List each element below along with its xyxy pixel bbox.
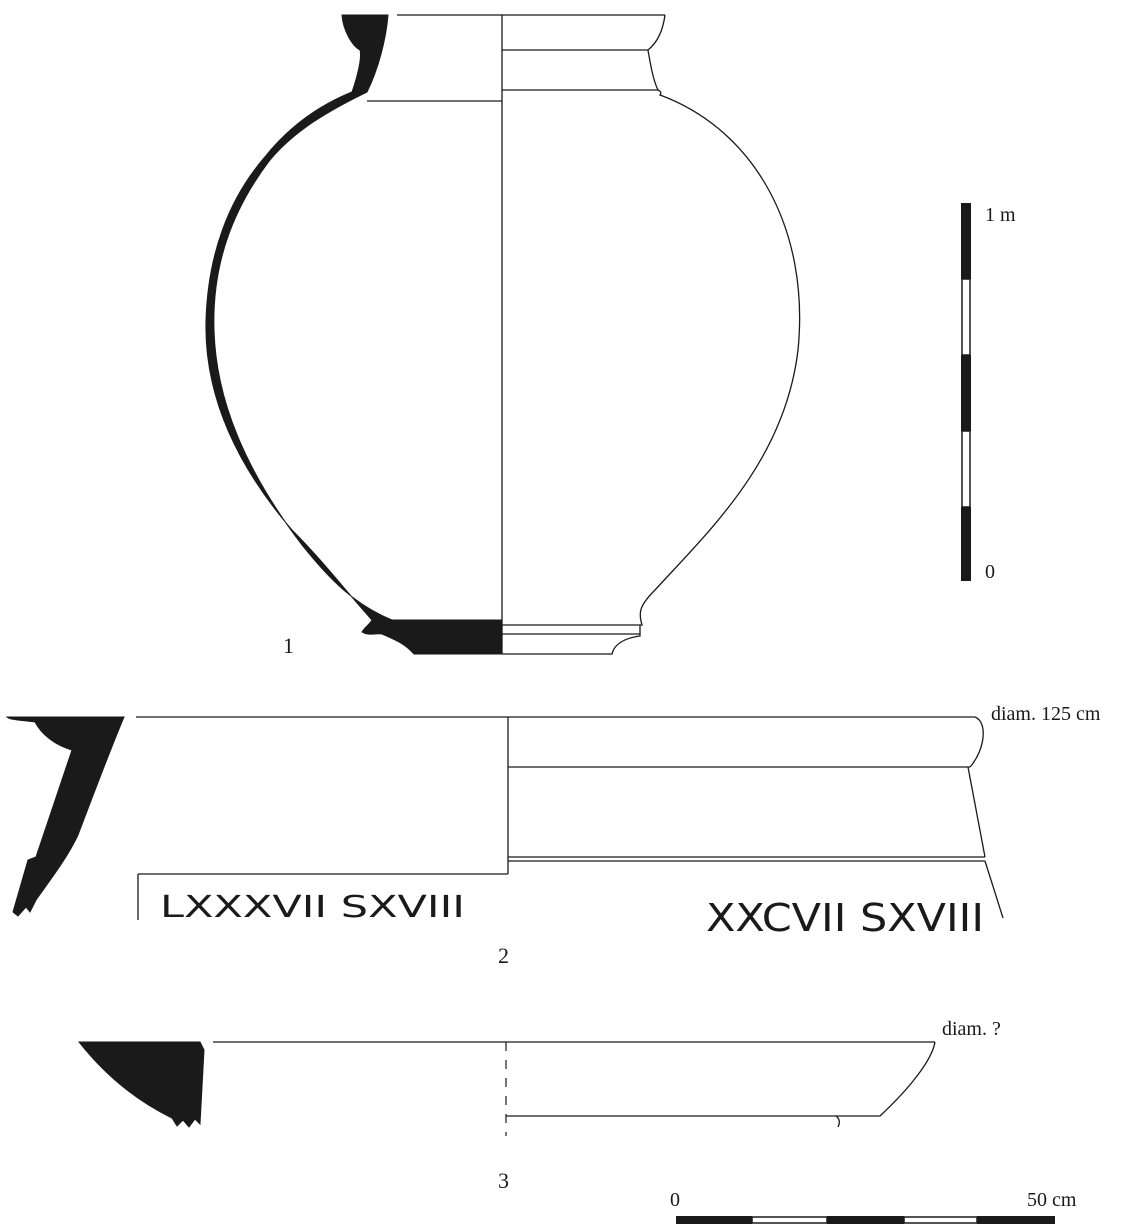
horizontal-scale-right-label: 50 cm	[1027, 1189, 1077, 1211]
horizontal-scale-segment	[827, 1216, 904, 1224]
vessel-2-rim-lip	[969, 716, 984, 768]
vessel-2-inscription-left: LXXXVII SXVIII	[160, 890, 465, 925]
vessel-1-drawing	[205, 14, 801, 655]
horizontal-scale-segment	[903, 1216, 978, 1224]
horizontal-scale-segment	[751, 1216, 828, 1224]
vertical-scale-segment	[961, 203, 971, 279]
vertical-scale-bottom-label: 0	[985, 561, 995, 583]
vessel-3-diameter-label: diam. ?	[942, 1018, 1001, 1040]
vessel-2-inscription-right: XXCVII SXVIII	[706, 896, 984, 940]
vessel-2-wall-line	[967, 766, 986, 858]
vessel-2-drawing	[5, 716, 1004, 920]
horizontal-scale-left-label: 0	[670, 1189, 680, 1211]
vessel-2-diameter-label: diam. 125 cm	[991, 703, 1101, 725]
vertical-scale-top-label: 1 m	[985, 204, 1016, 226]
vessel-3-section-profile	[77, 1041, 205, 1128]
figure-2-number: 2	[498, 943, 509, 968]
vessel-1-exterior-outline	[502, 14, 801, 626]
vertical-scale-segment	[961, 355, 971, 431]
vessel-3-drawing	[77, 1041, 936, 1136]
figure-1-number: 1	[283, 633, 294, 658]
horizontal-scale-bar	[676, 1216, 1055, 1224]
horizontal-scale-segment	[977, 1216, 1055, 1224]
figure-3-number: 3	[498, 1168, 509, 1193]
vessel-3-exterior-outline	[506, 1041, 936, 1117]
vessel-1-foot-outline	[502, 625, 641, 655]
vertical-scale-segment	[961, 430, 971, 508]
vertical-scale-segment	[961, 507, 971, 581]
horizontal-scale-segment	[676, 1216, 752, 1224]
vessel-1-section-profile	[205, 14, 503, 655]
vessel-3-foot-tick	[835, 1115, 840, 1128]
vertical-scale-bar	[961, 203, 971, 581]
vessel-2-lower-wall-line	[984, 860, 1004, 919]
vessel-2-section-profile	[5, 716, 125, 917]
vertical-scale-segment	[961, 278, 971, 356]
